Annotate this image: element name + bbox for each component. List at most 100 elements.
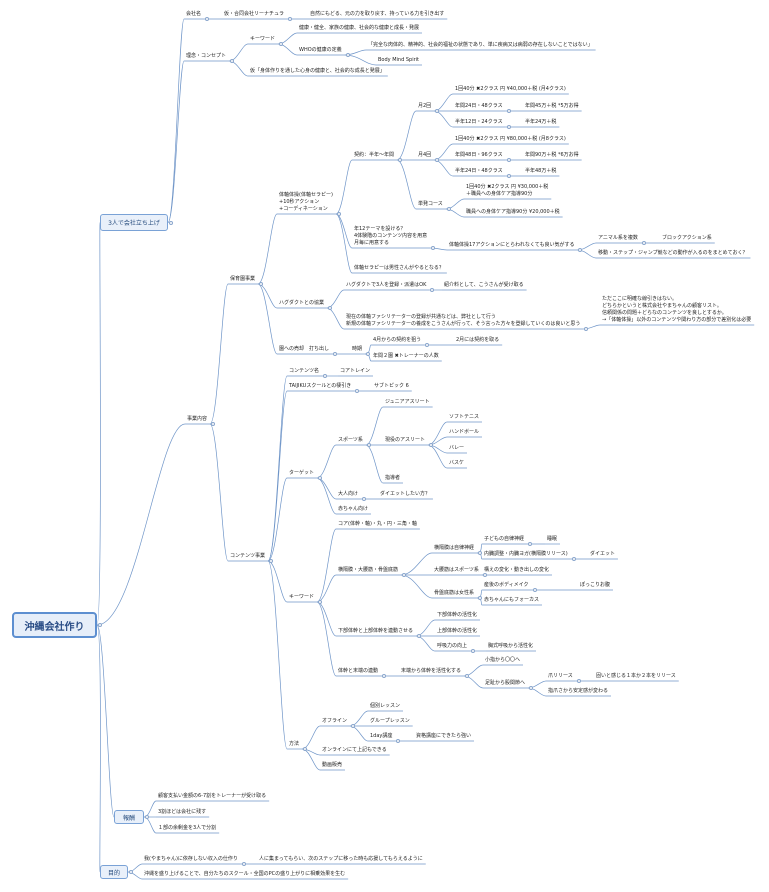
pel-2[interactable]: 大腰筋はスポーツ系 [434,567,479,573]
women-1[interactable]: 産後のボディメイク [484,582,529,588]
apply-period[interactable]: 時期 [352,346,363,352]
offline-node[interactable]: オフライン [322,718,348,724]
tai-val[interactable]: サブトピック 6 [374,383,409,389]
pull-node[interactable]: 指爪さから安定感が変わる [548,688,609,694]
m2v-1[interactable]: 年間45万＋税 *5万お得 [525,103,579,109]
collapse-toggle[interactable] [506,109,511,113]
collapse-toggle[interactable] [398,158,403,162]
collapse-toggle[interactable] [323,374,328,378]
hug-item-2c[interactable]: ただここに明確な線引きはない。 どちらかというと株式会社やまちゃんの顧客リスト。… [602,296,752,323]
ckeyword-node[interactable]: キーワード [289,594,315,600]
collapse-toggle[interactable] [318,600,323,604]
coach-node[interactable]: 指導者 [385,475,401,481]
collapse-toggle[interactable] [230,59,235,63]
who-bms[interactable]: Body Mind Spirit [378,57,419,63]
collapse-toggle[interactable] [396,739,401,743]
m4-1[interactable]: 1回40分 ✖2クラス 円 ¥80,000＋税 (月8クラス) [455,136,566,142]
collapse-toggle[interactable] [129,870,133,874]
collapse-toggle[interactable] [430,288,435,292]
lower-2[interactable]: 上部体幹の活性化 [437,628,478,634]
collapse-toggle[interactable] [362,497,367,501]
collapse-toggle[interactable] [169,220,173,225]
who-def[interactable]: 「完全な肉体的、精神的、社会的福祉の状態であり、単に疾病又は病弱の存在しないこと… [368,42,593,48]
m4v-1[interactable]: 年間90万＋税 *6万お得 [525,152,579,158]
collapse-toggle[interactable] [241,862,246,866]
apply-item-1[interactable]: 4月からの契約を狙う [373,337,422,343]
apply-item-2[interactable]: 年間２園 ✖トレーナーの人数 [373,353,439,359]
collapse-toggle[interactable] [425,343,430,347]
collapse-toggle[interactable] [465,674,470,678]
collapse-toggle[interactable] [211,422,216,426]
purpose-1[interactable]: 我(やまちゃん)に依存しない収入の仕作り [144,856,238,862]
collapse-toggle[interactable] [333,352,338,356]
keyword-2[interactable]: WHOの健康の定義 [299,47,342,53]
women-leaf[interactable]: ぽっこりお腹 [580,582,611,588]
collapse-toggle[interactable] [351,724,356,728]
reward-1[interactable]: 顧客支払い金額の6-7割をトレーナーが受け取る [158,793,267,799]
monthly2-node[interactable]: 月2回 [418,103,432,109]
root-node[interactable]: 沖縄会社作り [12,612,97,638]
breath-node[interactable]: 胸式呼吸から活性化 [488,643,534,649]
company-name-node[interactable]: 会社名 [186,11,202,17]
offline-2[interactable]: グループレッスン [370,718,410,724]
m2v-2[interactable]: 半年24万＋税 [525,119,557,125]
collapse-toggle[interactable] [205,17,210,21]
m4v-2[interactable]: 半年48万＋税 [525,168,557,174]
concept-node[interactable]: 理念・コンセプト [186,53,227,59]
m2-1[interactable]: 1回40分 ✖2クラス 円 ¥40,000＋税 (月4クラス) [455,86,566,92]
theme-child[interactable]: 体軸体操17アクションにとらわれなくても良い気がする [449,242,575,248]
apply-node[interactable]: 園への売却 打ち出し [279,346,330,352]
core-node[interactable]: コア(体幹・軸)・丸・円・三角・軸 [338,521,417,527]
theme-leaf-1[interactable]: アニマル系を複数 [598,235,638,241]
collapse-toggle[interactable] [345,53,350,57]
apply-item-1c[interactable]: 2月には契約を取る [456,337,500,343]
collapse-toggle[interactable] [584,327,589,331]
collapse-toggle[interactable] [288,17,293,21]
collapse-toggle[interactable] [506,158,511,162]
collapse-toggle[interactable] [279,42,284,46]
collapse-toggle[interactable] [641,241,646,245]
pel-3[interactable]: 骨盤底筋は女性系 [434,590,475,596]
collapse-toggle[interactable] [446,207,451,211]
adult-node[interactable]: 大人向け [338,491,359,497]
hug-item-1c[interactable]: 紹介料として、こうさんが受け取る [444,282,524,288]
trunk-node[interactable]: 体幹と末端の連動 [338,668,379,674]
collapse-toggle[interactable] [528,542,533,546]
current-2[interactable]: ハンドボール [449,429,480,435]
auto-2[interactable]: 内臓調整・内臓ヨガ(横隔膜リリース) [484,551,568,557]
keyword-1[interactable]: 健康・健全、家族の健康、社会的な健康と成長・発展 [299,25,420,31]
business-node[interactable]: 事業内容 [187,416,208,422]
program-node[interactable]: 体軸体操(体軸セラピー) +10秒アクション +コーディネーション [279,192,333,212]
online-node[interactable]: オンラインにて上記もできる [322,747,387,753]
method-node[interactable]: 方法 [289,741,300,747]
m4-2[interactable]: 年間48日・96クラス [455,152,503,158]
baby-node[interactable]: 赤ちゃん向け [338,506,369,512]
offline-1[interactable]: 個別レッスン [370,703,401,709]
collapse-toggle[interactable] [382,674,387,678]
junior-node[interactable]: ジュニアアスリート [385,399,430,405]
current-1[interactable]: ソフトテニス [449,414,480,420]
oneday-node[interactable]: 資格講座にできたら強い [416,733,472,739]
collapse-toggle[interactable] [576,679,581,683]
collapse-toggle[interactable] [435,158,440,162]
branch-purpose[interactable]: 目的 [100,865,128,879]
theme-leaf-2[interactable]: ブロックアクション系 [662,235,712,241]
trunk-1[interactable]: 小指から〇〇へ [485,657,521,663]
contract-node[interactable]: 契約：半年～年間 [354,152,395,158]
psoas-node[interactable]: 構えの変化・動き出しの変化 [484,567,550,573]
toe-leaf[interactable]: 固いと感じる１本か２本をリリース [596,673,676,679]
collapse-toggle[interactable] [431,246,436,250]
collapse-toggle[interactable] [98,623,102,627]
collapse-toggle[interactable] [355,389,360,393]
collapse-toggle[interactable] [259,282,264,286]
content-node[interactable]: コンテンツ事業 [230,553,266,559]
hug-item-1[interactable]: ハグダクトで3人を登録・派遣はOK [346,282,427,288]
collapse-toggle[interactable] [303,747,308,751]
women-2[interactable]: 赤ちゃんにもフォーカス [484,597,540,603]
auto-leaf[interactable]: 睡眠 [547,536,558,542]
single-node[interactable]: 単発コース [418,201,443,207]
diet-node[interactable]: ダイエット [590,551,615,557]
sports-node[interactable]: スポーツ系 [338,437,363,443]
company-name-desc[interactable]: 自然にもどる、元の力を取り戻す、持っている力を引き出す [310,11,445,17]
collapse-toggle[interactable] [578,248,583,252]
